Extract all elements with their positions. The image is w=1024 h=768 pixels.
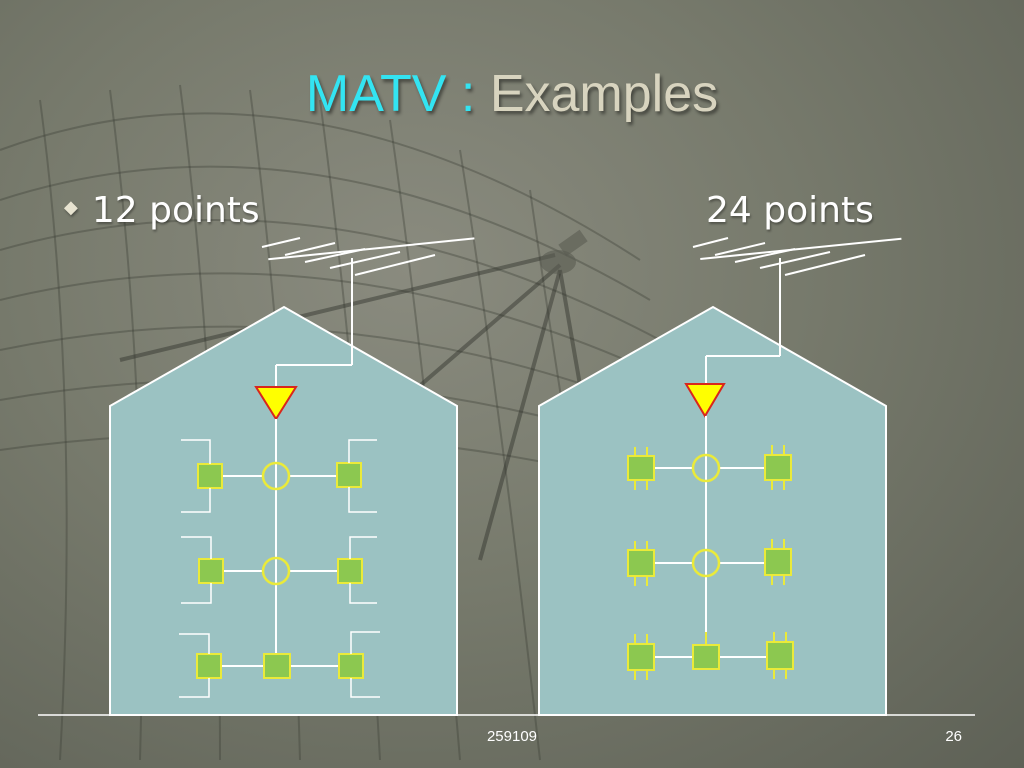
outlet-square-icon xyxy=(764,454,792,481)
splitter-circle-icon xyxy=(691,548,721,578)
yagi-antenna-icon xyxy=(692,237,902,384)
outlet-square-icon xyxy=(198,558,224,584)
outlet-square-icon xyxy=(197,463,223,489)
outlet-square-icon xyxy=(764,548,792,576)
outlet-square-icon xyxy=(338,653,364,679)
splitter-circle-icon xyxy=(691,453,721,483)
splitter-circle-icon xyxy=(261,556,291,586)
title-separator: : xyxy=(446,65,490,123)
splitter-circle-icon xyxy=(261,461,291,491)
outlet-square-icon xyxy=(692,644,720,670)
house-left-body xyxy=(109,305,458,716)
outlet-square-icon xyxy=(263,653,291,679)
title-main: MATV xyxy=(305,65,447,123)
outlet-square-icon xyxy=(627,549,655,577)
amplifier-triangle-icon xyxy=(254,386,298,421)
slide-title: MATV : Examples xyxy=(0,62,1024,126)
outlet-square-icon xyxy=(196,653,222,679)
slide-number: 26 xyxy=(945,728,962,745)
house-right-body xyxy=(538,305,887,716)
house-left xyxy=(109,237,475,716)
bullet-12-points: ◆ 12 points xyxy=(64,187,260,236)
yagi-antenna-icon xyxy=(261,237,475,390)
outlet-square-icon xyxy=(336,462,362,488)
house-right xyxy=(538,237,902,716)
title-sub: Examples xyxy=(489,65,719,123)
amplifier-triangle-icon xyxy=(684,383,726,418)
outlet-square-icon xyxy=(766,641,794,670)
footer-code: 259109 xyxy=(486,728,538,745)
left-label: 12 points xyxy=(91,190,260,231)
right-label: 24 points xyxy=(706,190,874,231)
diamond-bullet-icon: ◆ xyxy=(64,197,78,218)
outlet-square-icon xyxy=(627,643,655,671)
outlet-square-icon xyxy=(337,558,363,584)
outlet-square-icon xyxy=(627,455,655,481)
